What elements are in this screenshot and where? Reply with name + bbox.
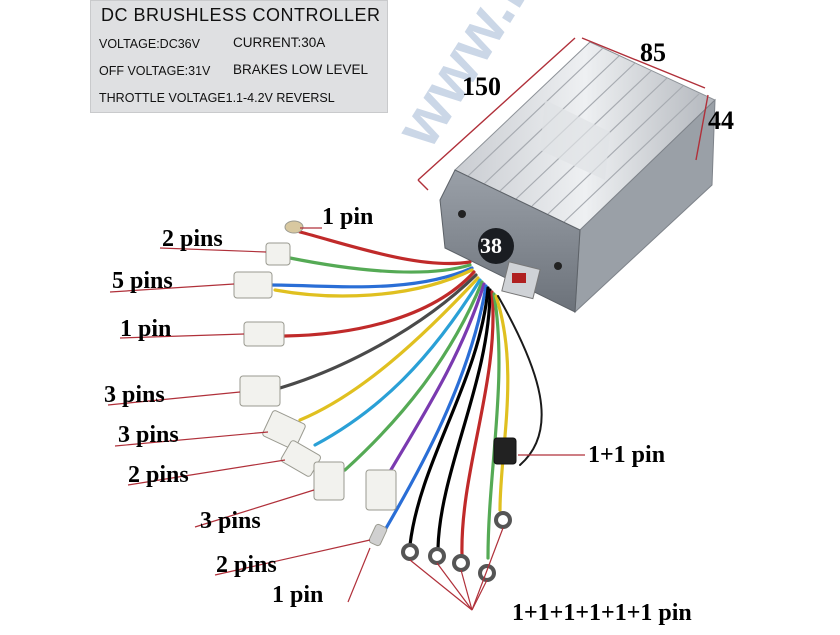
dimension-lines: [417, 37, 709, 191]
dimension-width: 85: [640, 38, 666, 67]
spec-brakes: BRAKES LOW LEVEL: [233, 62, 369, 77]
wire-bundle: [268, 230, 543, 560]
connector-label-6: 3 pins: [118, 422, 179, 448]
connector-label-1: 1 pin: [322, 204, 374, 230]
connector-plugs: [233, 220, 517, 547]
connector-label-8: 3 pins: [200, 508, 261, 534]
connector-label-10: 1 pin: [272, 582, 324, 608]
spec-off-voltage: OFF VOLTAGE:31V: [99, 64, 211, 78]
ring-terminals: [401, 511, 512, 582]
spec-throttle: THROTTLE VOLTAGE1.1-4.2V REVERSL: [99, 91, 335, 105]
connector-label-4: 1 pin: [120, 316, 172, 342]
spec-title: DC BRUSHLESS CONTROLLER: [101, 5, 381, 25]
annotation-lines: [107, 227, 585, 611]
wire-count-label: 38: [480, 233, 502, 258]
connector-label-7: 2 pins: [128, 462, 189, 488]
spec-current: CURRENT:30A: [233, 35, 326, 50]
connector-label-right: 1+1 pin: [588, 442, 666, 468]
dimension-height: 44: [708, 106, 734, 135]
spec-label: DC BRUSHLESS CONTROLLER VOLTAGE:DC36V CU…: [90, 0, 388, 113]
connector-label-9: 2 pins: [216, 552, 277, 578]
wire-count-badge: [478, 228, 514, 264]
connector-label-3: 5 pins: [112, 268, 173, 294]
connector-label-2: 2 pins: [162, 226, 223, 252]
connector-label-bottom: 1+1+1+1+1+1 pin: [512, 600, 692, 626]
connector-label-5: 3 pins: [104, 382, 165, 408]
dimension-length: 150: [462, 72, 501, 101]
spec-voltage: VOLTAGE:DC36V: [99, 37, 200, 51]
